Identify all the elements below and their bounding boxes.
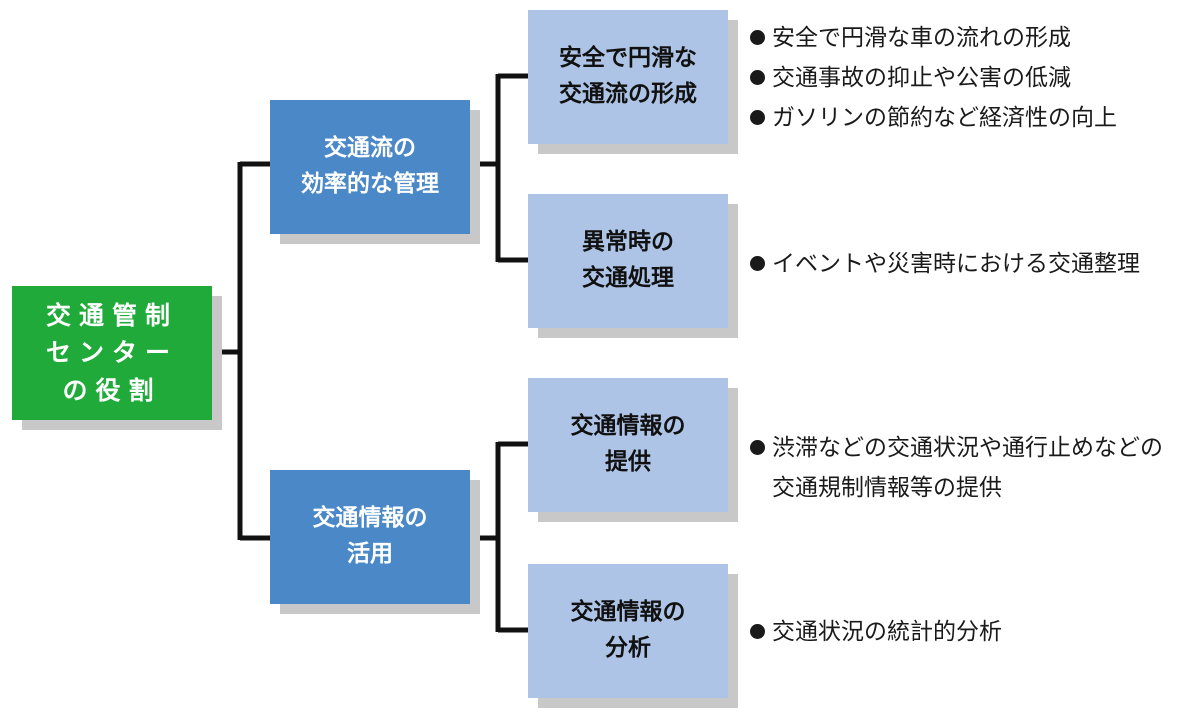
leaf-node-3-line-1: 交通情報の xyxy=(570,413,686,440)
bullet-dot-icon xyxy=(750,70,765,85)
root-node-line-2: センター xyxy=(45,338,178,368)
bullet-dot-icon xyxy=(750,110,765,125)
bullet-item: 安全で円滑な車の流れの形成 xyxy=(748,18,1117,58)
leaf-node-4-line-1: 交通情報の xyxy=(570,599,686,626)
bullet-dot-icon xyxy=(750,624,765,639)
branch-node-2-line-2: 活用 xyxy=(347,541,393,567)
bullet-text: イベントや災害時における交通整理 xyxy=(772,251,1140,277)
leaf-node-2-line-1: 異常時の xyxy=(582,229,674,256)
branch-node-2: 交通情報の 活用 xyxy=(270,470,470,604)
leaf-node-3: 交通情報の 提供 xyxy=(528,378,728,512)
bullet-item: 交通状況の統計的分析 xyxy=(748,612,1002,652)
root-node-line-3: の役割 xyxy=(62,375,162,405)
leaf-node-1-line-1: 安全で円滑な xyxy=(559,45,697,72)
bullet-text: 安全で円滑な車の流れの形成 xyxy=(772,25,1071,51)
bullet-text: 交通状況の統計的分析 xyxy=(772,619,1002,645)
bullet-list-4: 交通状況の統計的分析 xyxy=(748,612,1002,652)
bullet-dot-icon xyxy=(750,30,765,45)
bullet-dot-icon xyxy=(750,440,765,455)
leaf-node-2: 異常時の 交通処理 xyxy=(528,194,728,328)
branch-node-1-line-2: 効率的な管理 xyxy=(301,171,439,197)
bullet-item: 渋滞などの交通状況や通行止めなどの交通規制情報等の提供 xyxy=(748,428,1172,508)
leaf-node-1: 安全で円滑な 交通流の形成 xyxy=(528,10,728,144)
bullet-text: 交通事故の抑止や公害の低減 xyxy=(772,65,1071,91)
bullet-list-1: 安全で円滑な車の流れの形成 交通事故の抑止や公害の低減 ガソリンの節約など経済性… xyxy=(748,18,1117,138)
leaf-node-3-line-2: 提供 xyxy=(605,449,651,475)
leaf-node-2-line-2: 交通処理 xyxy=(582,265,674,291)
leaf-node-4: 交通情報の 分析 xyxy=(528,564,728,698)
bullet-list-3: 渋滞などの交通状況や通行止めなどの交通規制情報等の提供 xyxy=(748,428,1172,508)
branch-node-1-line-1: 交通流の xyxy=(324,135,416,162)
branch-node-1: 交通流の 効率的な管理 xyxy=(270,100,470,234)
bullet-text: ガソリンの節約など経済性の向上 xyxy=(772,105,1117,131)
branch-node-2-line-1: 交通情報の xyxy=(312,505,428,532)
bullet-dot-icon xyxy=(750,256,765,271)
bullet-item: 交通事故の抑止や公害の低減 xyxy=(748,58,1117,98)
bullet-text: 渋滞などの交通状況や通行止めなどの交通規制情報等の提供 xyxy=(772,435,1163,501)
leaf-node-1-line-2: 交通流の形成 xyxy=(559,81,697,107)
bullet-item: イベントや災害時における交通整理 xyxy=(748,244,1140,284)
leaf-node-4-line-2: 分析 xyxy=(605,635,651,661)
root-node: 交通管制 センター の役割 xyxy=(12,286,212,420)
bullet-list-2: イベントや災害時における交通整理 xyxy=(748,244,1140,284)
bullet-item: ガソリンの節約など経済性の向上 xyxy=(748,98,1117,138)
root-node-line-1: 交通管制 xyxy=(45,300,178,330)
